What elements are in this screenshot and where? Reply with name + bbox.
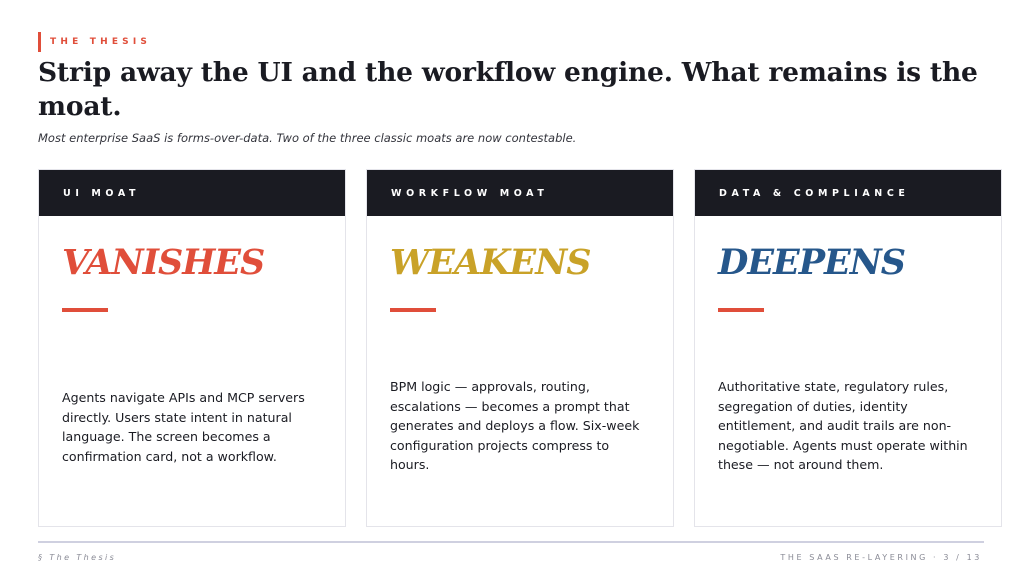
card-divider (718, 308, 764, 312)
card-header: WORKFLOW MOAT (367, 170, 673, 216)
card-verdict-word: VANISHES (62, 242, 265, 283)
card-description: Authoritative state, regulatory rules, s… (718, 379, 968, 472)
card-header-label: DATA & COMPLIANCE (719, 187, 910, 199)
card-header-label: WORKFLOW MOAT (391, 187, 549, 199)
card-description: Agents navigate APIs and MCP servers dir… (62, 390, 305, 464)
card-verdict-word: DEEPENS (718, 242, 906, 283)
card-workflow-moat: WORKFLOW MOAT WEAKENS BPM logic — approv… (366, 169, 674, 527)
card-ui-moat: UI MOAT VANISHES Agents navigate APIs an… (38, 169, 346, 527)
card-verdict-word: WEAKENS (390, 242, 592, 283)
card-description: BPM logic — approvals, routing, escalati… (390, 379, 640, 472)
card-data-compliance: DATA & COMPLIANCE DEEPENS Authoritative … (694, 169, 1002, 527)
slide-subtitle: Most enterprise SaaS is forms-over-data.… (38, 131, 577, 145)
footer-divider (38, 541, 984, 543)
card-divider (62, 308, 108, 312)
eyebrow-label: THE THESIS (50, 37, 152, 47)
card-header: UI MOAT (39, 170, 345, 216)
footer-deck-pagination: THE SAAS RE-LAYERING · 3 / 13 (780, 553, 982, 562)
card-divider (390, 308, 436, 312)
slide-title: Strip away the UI and the workflow engin… (38, 57, 978, 122)
eyebrow-accent-bar (38, 32, 41, 52)
section-eyebrow: THE THESIS (38, 32, 151, 52)
card-header: DATA & COMPLIANCE (695, 170, 1001, 216)
card-header-label: UI MOAT (63, 187, 141, 199)
footer-section-label: § The Thesis (38, 553, 117, 562)
